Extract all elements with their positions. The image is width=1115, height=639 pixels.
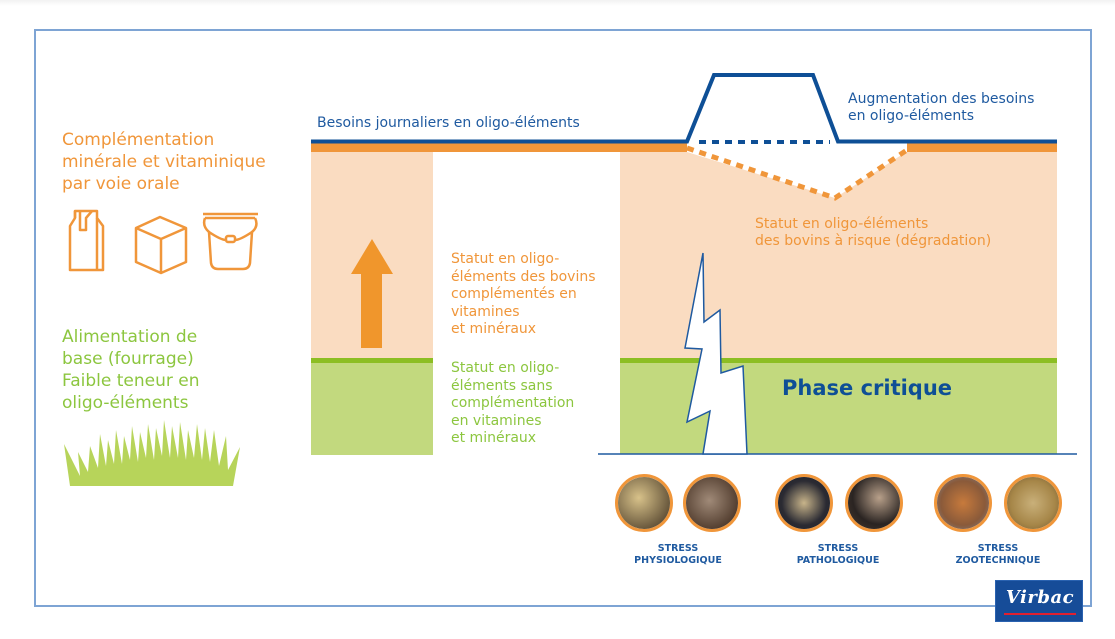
logo-underline	[1004, 613, 1076, 615]
feedlot-photo	[934, 474, 992, 532]
daily-needs-label: Besoins journaliers en oligo-éléments	[317, 115, 580, 131]
cattle-pen-photo	[1004, 474, 1062, 532]
feed-bag-icon	[68, 209, 105, 272]
base-feed-label: Alimentation de base (fourrage) Faible t…	[62, 327, 200, 413]
oral-supplement-label: Complémentation minérale et vitaminique …	[62, 130, 266, 194]
critical-level-line	[620, 358, 1057, 363]
risk-status-label: Statut en oligo-éléments des bovins à ri…	[755, 216, 992, 249]
daily-needs-line	[311, 73, 1057, 144]
logo-text: Virbac	[1005, 587, 1075, 608]
lying-cow-photo	[775, 474, 833, 532]
calving-photo	[615, 474, 673, 532]
cube-icon	[134, 215, 188, 275]
supplemented-status-label: Statut en oligo- éléments des bovins com…	[451, 251, 596, 337]
supplemented-level-band-right	[907, 143, 1057, 152]
newborn-calf-photo	[683, 474, 741, 532]
bucket-icon	[202, 212, 258, 271]
unsupplemented-status-zone	[311, 363, 433, 455]
increased-needs-label: Augmentation des besoins en oligo-élémen…	[848, 91, 1035, 124]
diagram-frame	[34, 29, 1092, 607]
stress-pathological-label: STRESS PATHOLOGIQUE	[796, 543, 880, 566]
stress-lightning-icon	[684, 252, 748, 455]
unsupplemented-status-label: Statut en oligo- éléments sans complémen…	[451, 360, 575, 446]
degradation-dotted-line	[686, 145, 909, 201]
grass-icon	[64, 420, 240, 486]
critical-phase-label: Phase critique	[782, 376, 953, 400]
unsupplemented-level-line	[311, 358, 433, 363]
stress-physiological-label: STRESS PHYSIOLOGIQUE	[634, 543, 722, 566]
vet-examining-cow-photo	[845, 474, 903, 532]
stress-zootechnical-label: STRESS ZOOTECHNIQUE	[955, 543, 1041, 566]
increase-arrow-icon	[351, 239, 393, 348]
risk-status-zone	[620, 152, 1057, 358]
supplemented-level-band-left	[311, 143, 687, 152]
virbac-logo: Virbac	[995, 580, 1083, 622]
top-edge-shadow	[0, 0, 1115, 6]
